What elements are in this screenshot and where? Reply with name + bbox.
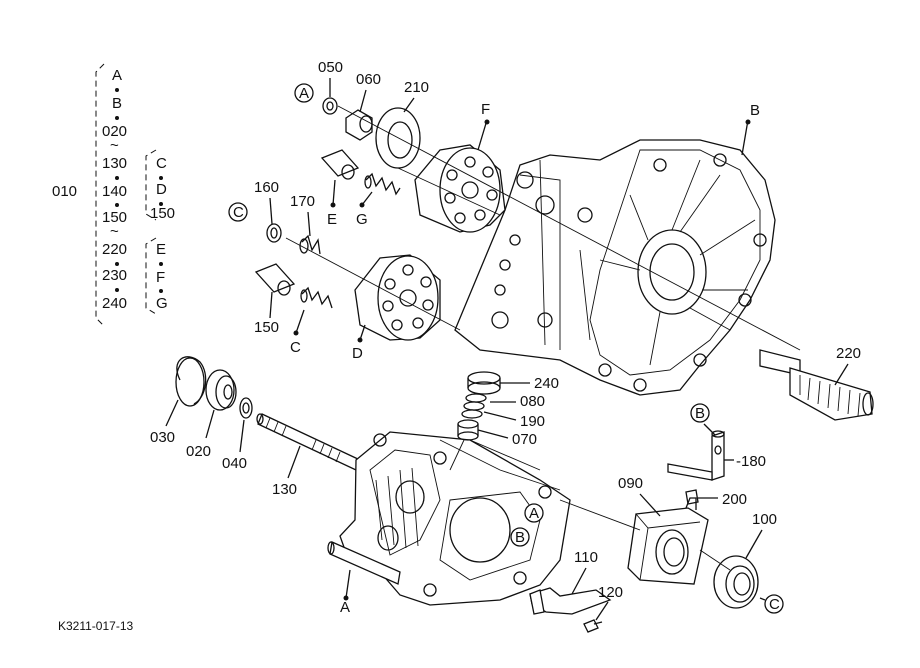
spring-g bbox=[365, 172, 401, 196]
subgroup-member: D bbox=[156, 181, 167, 198]
subgroup-member: C bbox=[156, 155, 167, 172]
part-label-110: 110 bbox=[574, 549, 598, 566]
parts-group-legend: 010 A B 020 ~ 130 140 150 ~ 220 230 240 … bbox=[52, 63, 175, 327]
check-valve-stack bbox=[449, 371, 501, 471]
part-label-040: 040 bbox=[222, 455, 247, 472]
part-label-f: F bbox=[481, 101, 490, 118]
piston-150 bbox=[254, 263, 296, 293]
spring-170 bbox=[301, 234, 321, 255]
range-mark: ~ bbox=[110, 223, 119, 240]
part-label-c: C bbox=[290, 339, 301, 356]
circled-ref-c bbox=[228, 202, 248, 222]
ring-040 bbox=[239, 397, 253, 419]
part-label-200: 200 bbox=[722, 491, 747, 508]
circled-ref-letter: B bbox=[515, 529, 525, 546]
subgroup-member: F bbox=[156, 269, 165, 286]
part-label-090: 090 bbox=[618, 475, 643, 492]
washer-160 bbox=[266, 223, 282, 243]
housing-b bbox=[454, 139, 776, 396]
shaft-130 bbox=[256, 413, 361, 471]
pump-cylinder-d bbox=[354, 254, 441, 341]
circled-ref-b bbox=[524, 503, 544, 523]
part-label-170: 170 bbox=[290, 193, 315, 210]
circled-ref-letter: C bbox=[769, 596, 780, 613]
part-label-g: G bbox=[356, 211, 368, 228]
part-label-b: B bbox=[750, 102, 760, 119]
circled-ref-c-2 bbox=[764, 594, 784, 614]
group-member: B bbox=[112, 95, 122, 112]
circled-ref-b-2 bbox=[690, 403, 710, 423]
shaft-220 bbox=[759, 349, 874, 421]
subgroup-member: E bbox=[156, 241, 166, 258]
part-label-020: 020 bbox=[186, 443, 211, 460]
subgroup-member: 150 bbox=[150, 205, 175, 222]
lever-180 bbox=[667, 430, 725, 481]
part-label-100: 100 bbox=[752, 511, 777, 528]
piston-e bbox=[320, 149, 360, 177]
pump-cylinder-f bbox=[414, 144, 506, 233]
circled-ref-a-2 bbox=[510, 527, 530, 547]
range-mark: ~ bbox=[110, 137, 119, 154]
part-label-180: -180 bbox=[736, 453, 766, 470]
group-member: 220 bbox=[102, 241, 127, 258]
washer-050 bbox=[322, 97, 338, 115]
circled-ref-letter: A bbox=[529, 505, 539, 522]
part-label-060: 060 bbox=[356, 71, 381, 88]
group-member: 020 bbox=[102, 123, 127, 140]
circled-ref-letter: C bbox=[233, 204, 244, 221]
part-label-190: 190 bbox=[520, 413, 545, 430]
part-label-d: D bbox=[352, 345, 363, 362]
group-member: 240 bbox=[102, 295, 127, 312]
cover-090 bbox=[627, 497, 709, 585]
part-label-050: 050 bbox=[318, 59, 343, 76]
group-member: 230 bbox=[102, 267, 127, 284]
part-label-220: 220 bbox=[836, 345, 861, 362]
bolt-120 bbox=[583, 619, 599, 633]
part-label-240: 240 bbox=[534, 375, 559, 392]
lever-110 bbox=[529, 587, 612, 615]
part-label-070: 070 bbox=[512, 431, 537, 448]
circled-ref-letter: B bbox=[695, 405, 705, 422]
group-member: A bbox=[112, 67, 122, 84]
seal-100 bbox=[713, 555, 759, 609]
part-label-130: 130 bbox=[272, 481, 297, 498]
circled-ref-letter: A bbox=[299, 85, 309, 102]
spring-c bbox=[301, 286, 333, 309]
housing-a bbox=[327, 431, 571, 606]
part-label-e: E bbox=[327, 211, 337, 228]
circled-ref-a bbox=[294, 83, 314, 103]
subgroup-member: G bbox=[156, 295, 168, 312]
part-label-150: 150 bbox=[254, 319, 279, 336]
drawing-code: K3211-017-13 bbox=[58, 619, 133, 633]
part-label-120: 120 bbox=[598, 584, 623, 601]
part-label-210: 210 bbox=[404, 79, 429, 96]
part-label-a: A bbox=[340, 599, 350, 616]
part-label-080: 080 bbox=[520, 393, 545, 410]
part-label-160: 160 bbox=[254, 179, 279, 196]
group-member: 130 bbox=[102, 155, 127, 172]
group-label-010: 010 bbox=[52, 183, 77, 200]
bearing-060 bbox=[345, 109, 373, 141]
bearing-020 bbox=[205, 369, 235, 411]
group-member: 140 bbox=[102, 183, 127, 200]
group-member: 150 bbox=[102, 209, 127, 226]
part-label-030: 030 bbox=[150, 429, 175, 446]
